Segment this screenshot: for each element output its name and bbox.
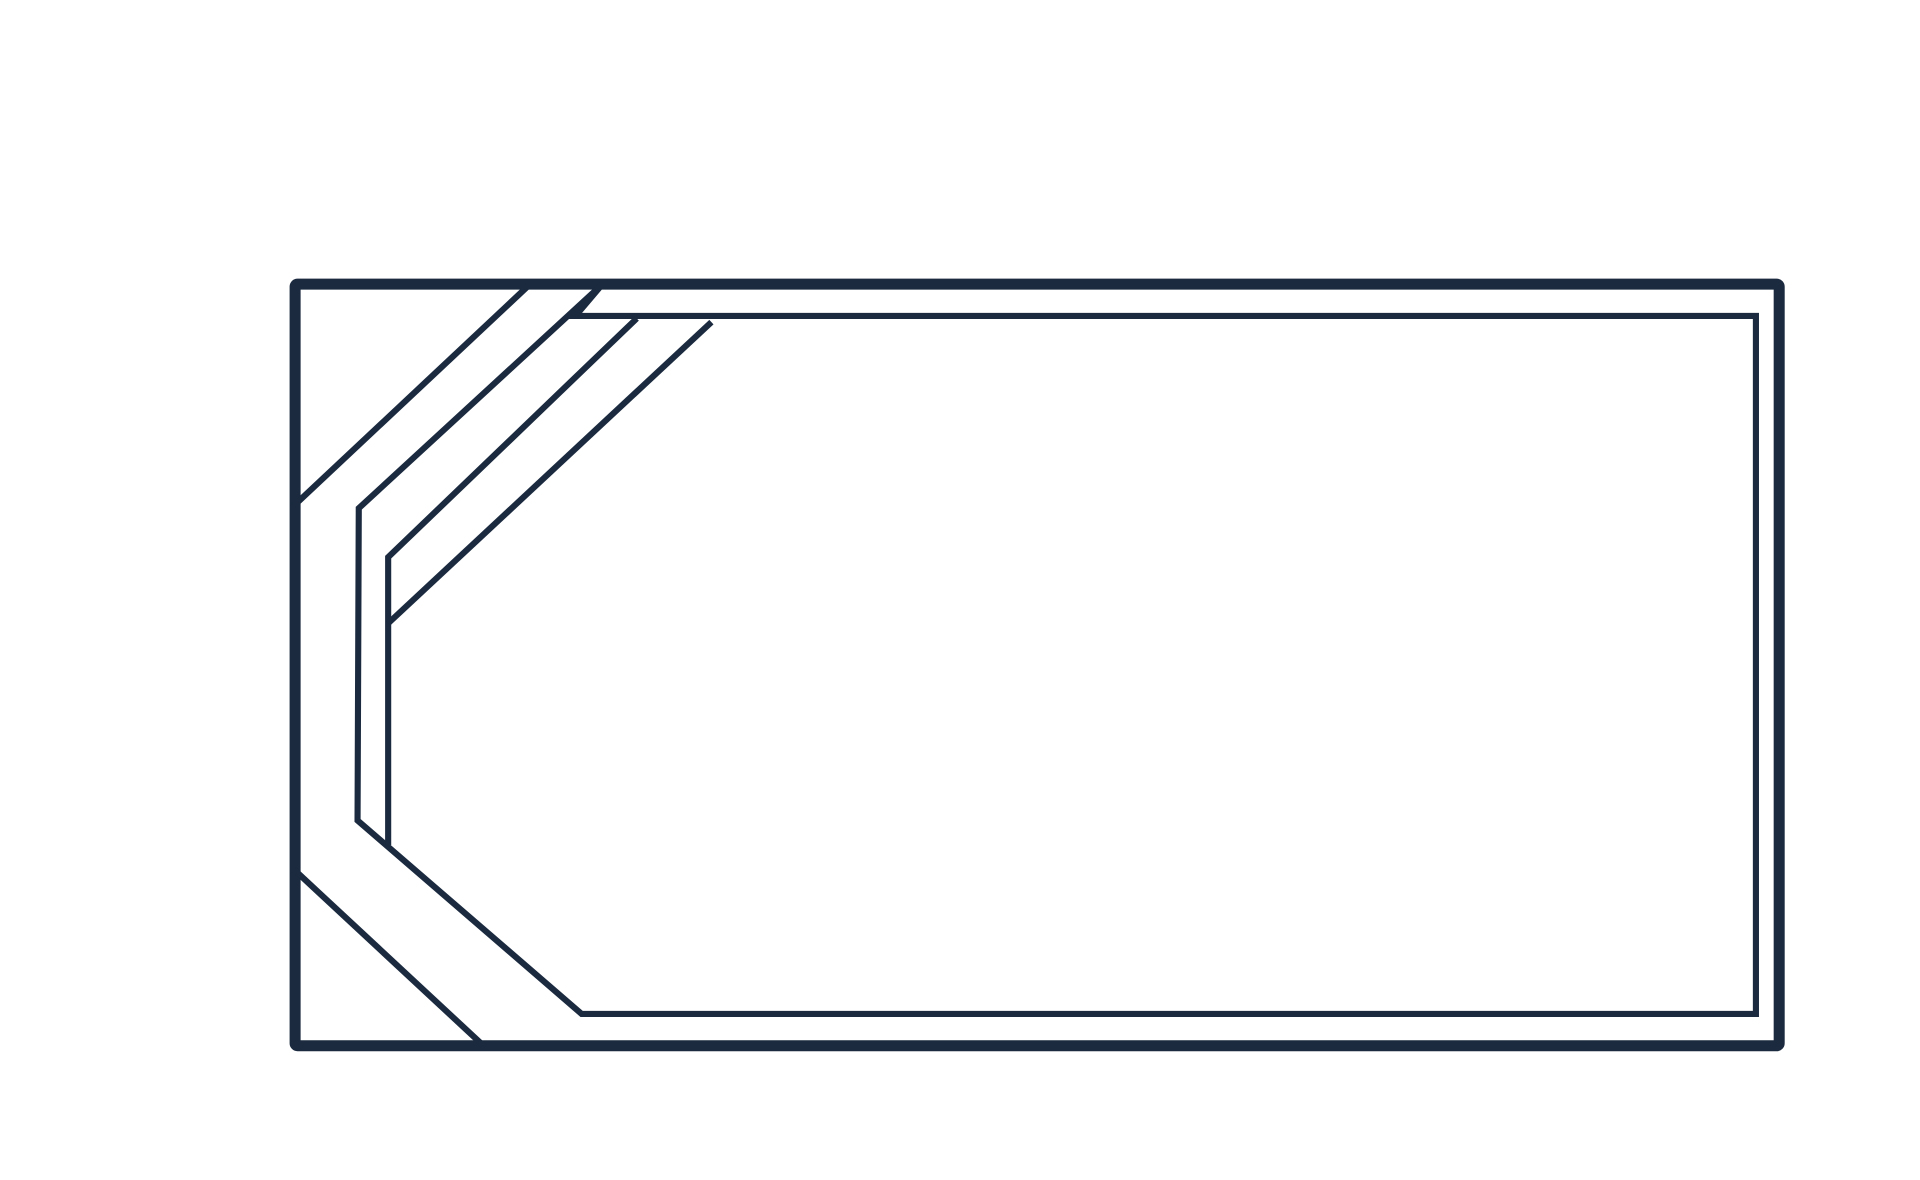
step-line-1 bbox=[385, 316, 639, 845]
top-left-corner-line bbox=[291, 280, 534, 508]
outer-boundary bbox=[289, 278, 1785, 1052]
inner-pool-shell bbox=[354, 281, 1759, 1017]
bottom-left-corner-line bbox=[291, 867, 487, 1050]
step-line-2 bbox=[386, 319, 714, 626]
